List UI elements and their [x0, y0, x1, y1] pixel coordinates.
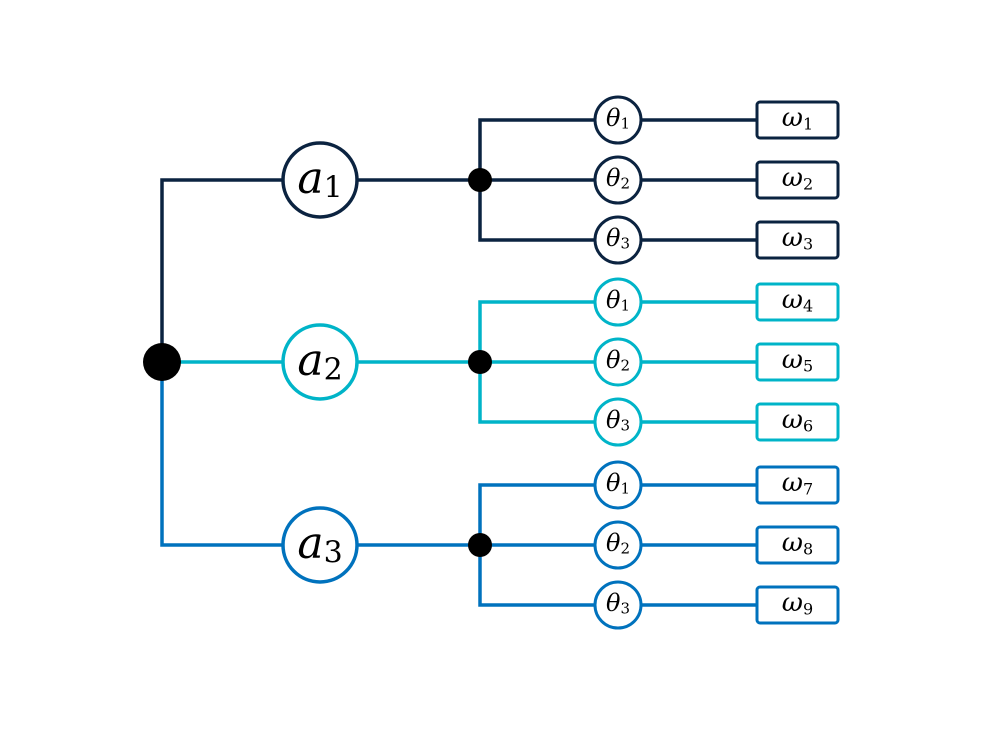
- state-node-theta2: [593, 155, 643, 205]
- outcome-label-omega7: ω7: [782, 468, 813, 498]
- chance-junction-a1: [468, 168, 492, 192]
- outcome-box-omega9: [755, 585, 840, 625]
- state-label-theta3: θ3: [606, 589, 630, 617]
- outcome-box-omega3: [755, 220, 840, 260]
- state-label-theta3: θ3: [606, 406, 630, 434]
- state-label-theta2: θ2: [606, 529, 630, 557]
- junction-to-theta-edge: [478, 118, 618, 180]
- junction-to-theta-edge: [478, 483, 618, 545]
- state-node-theta3: [593, 397, 643, 447]
- state-label-theta2: θ2: [606, 346, 630, 374]
- state-label-theta1: θ1: [606, 104, 630, 132]
- chance-junction-a2: [468, 350, 492, 374]
- outcome-label-omega1: ω1: [782, 103, 813, 133]
- state-node-theta1: [593, 460, 643, 510]
- outcome-label-omega8: ω8: [782, 528, 813, 558]
- action-label-a3: a3: [297, 518, 342, 571]
- state-label-theta1: θ1: [606, 469, 630, 497]
- outcome-box-omega1: [755, 100, 840, 140]
- outcome-box-omega7: [755, 465, 840, 505]
- state-label-theta1: θ1: [606, 286, 630, 314]
- outcome-box-omega6: [755, 402, 840, 442]
- state-label-theta2: θ2: [606, 164, 630, 192]
- action-node-a3: [281, 506, 359, 584]
- action-node-a1: [281, 141, 359, 219]
- action-label-a2: a2: [297, 335, 342, 388]
- state-node-theta1: [593, 277, 643, 327]
- action-node-a2: [281, 323, 359, 401]
- outcome-label-omega5: ω5: [782, 345, 813, 375]
- root-decision-node: [143, 343, 181, 381]
- outcome-label-omega9: ω9: [782, 588, 813, 618]
- state-node-theta1: [593, 95, 643, 145]
- state-node-theta2: [593, 337, 643, 387]
- root-to-a3-edge: [160, 362, 320, 547]
- state-node-theta3: [593, 580, 643, 630]
- state-node-theta3: [593, 215, 643, 265]
- outcome-label-omega2: ω2: [782, 163, 813, 193]
- chance-junction-a3: [468, 533, 492, 557]
- action-label-a1: a1: [297, 153, 342, 206]
- outcome-label-omega6: ω6: [782, 405, 813, 435]
- state-label-theta3: θ3: [606, 224, 630, 252]
- outcome-box-omega5: [755, 342, 840, 382]
- junction-to-theta-edge: [478, 300, 618, 362]
- junction-to-theta-edge: [478, 545, 618, 607]
- outcome-label-omega4: ω4: [782, 285, 813, 315]
- outcome-box-omega8: [755, 525, 840, 565]
- outcome-box-omega4: [755, 282, 840, 322]
- junction-to-theta-edge: [478, 180, 618, 242]
- outcome-box-omega2: [755, 160, 840, 200]
- junction-to-theta-edge: [478, 362, 618, 424]
- root-to-a1-edge: [160, 178, 320, 362]
- outcome-label-omega3: ω3: [782, 223, 813, 253]
- state-node-theta2: [593, 520, 643, 570]
